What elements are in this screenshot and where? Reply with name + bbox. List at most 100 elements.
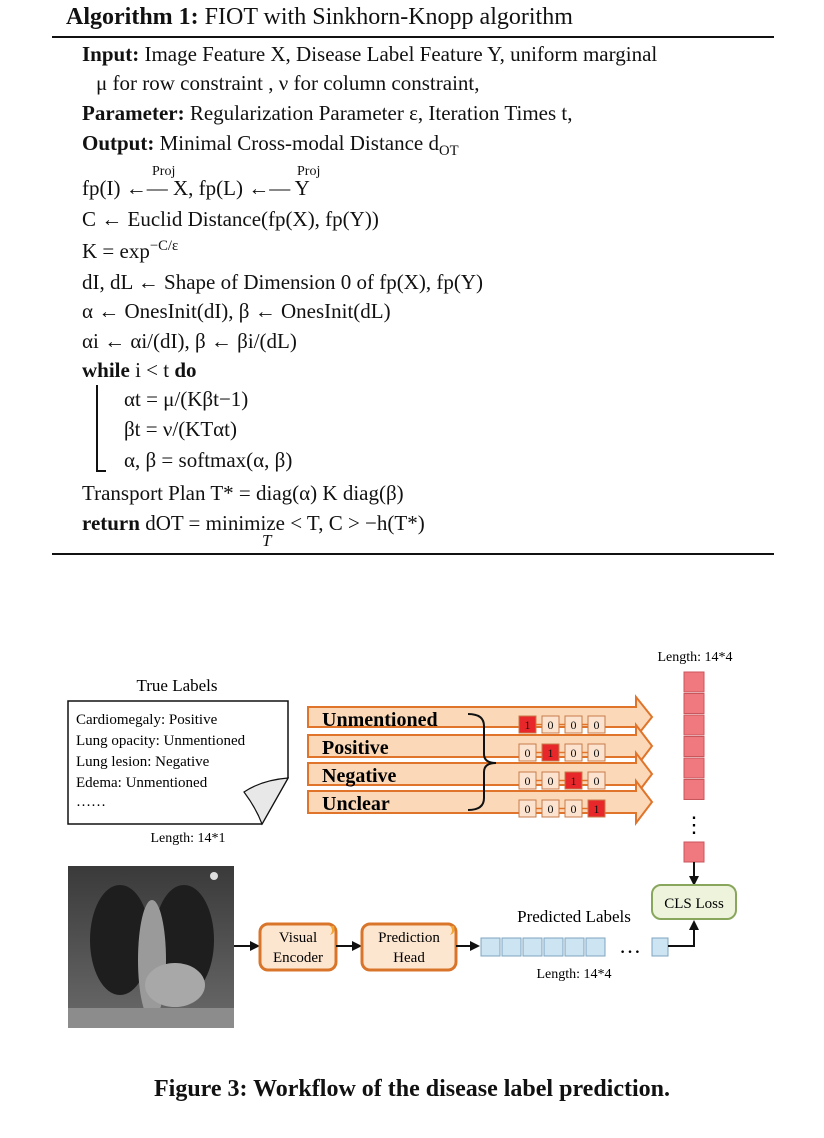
onehot-value: 0 (525, 774, 531, 788)
predicted-cell (501, 937, 522, 957)
algorithm-while: while i < t do (82, 358, 197, 382)
proj-label-1: Proj (152, 164, 176, 179)
onehot-value: 0 (548, 802, 554, 816)
loop-bar (96, 385, 98, 471)
output-sub: OT (439, 143, 459, 160)
cls-loss-label: CLS Loss (664, 896, 724, 912)
length-cell (683, 779, 705, 800)
page-curl (243, 777, 290, 826)
algorithm-title: Algorithm 1: FIOT with Sinkhorn-Knopp al… (66, 4, 573, 31)
predicted-cell (564, 937, 585, 957)
proj-label-2: Proj (297, 164, 321, 179)
predicted-cell (585, 937, 606, 957)
xray-image (68, 866, 234, 1028)
visual-encoder-label: Visual (279, 930, 317, 946)
cls-loss-box (651, 884, 737, 920)
predicted-labels-title: Predicted Labels (517, 907, 631, 926)
category-label: Unmentioned (322, 709, 438, 731)
while-condition: i < t (129, 358, 175, 382)
flame-icon (330, 926, 335, 935)
true-label-line: Cardiomegaly: Positive (76, 712, 218, 728)
algorithm-bottom-rule (52, 553, 774, 555)
length-cell (683, 671, 705, 693)
onehot-value: 0 (594, 746, 600, 760)
projection-text: fp(I) ←— X, fp(L) ←— Y (82, 176, 310, 200)
onehot-value: 0 (594, 718, 600, 732)
algorithm-transport-plan: Transport Plan T* = diag(α) K diag(β) (82, 481, 404, 505)
onehot-value: 0 (571, 746, 577, 760)
prediction-head-label: Head (393, 950, 425, 966)
algorithm-loop-beta: βt = ν/(KTαt) (124, 417, 238, 441)
onehot-value: 1 (525, 718, 531, 732)
onehot-value: 0 (571, 802, 577, 816)
length-pred-label: Length: 14*4 (536, 967, 611, 982)
algorithm-line-kernel: K = exp−C/ε (82, 239, 178, 263)
algorithm-line-cost: C ← Euclid Distance(fp(X), fp(Y)) (82, 207, 379, 231)
onehot-value: 1 (548, 746, 554, 760)
true-label-line: …… (76, 794, 106, 810)
onehot-value: 0 (548, 774, 554, 788)
length-cell (683, 693, 705, 714)
output-label: Output: (82, 131, 155, 155)
algorithm-loop-softmax: α, β = softmax(α, β) (124, 448, 293, 472)
true-label-line: Edema: Unmentioned (76, 775, 208, 791)
return-keyword: return (82, 511, 140, 535)
true-label-line: Lung opacity: Unmentioned (76, 733, 246, 749)
predicted-label-row (480, 937, 606, 957)
algorithm-top-rule (52, 36, 774, 38)
algorithm-line-init: α ← OnesInit(dI), β ← OnesInit(dL) (82, 299, 391, 323)
length-cell-last (683, 841, 705, 863)
algorithm-line-projection: Proj Proj fp(I) ←— X, fp(L) ←— Y (82, 164, 320, 200)
category-label: Unclear (322, 793, 390, 815)
predicted-cell (543, 937, 564, 957)
algorithm-line-norm: αi ← αi/(dI), β ← βi/(dL) (82, 329, 297, 353)
parameter-label: Parameter: (82, 101, 185, 125)
onehot-cell (587, 715, 606, 734)
algorithm-input: Input: Image Feature X, Disease Label Fe… (82, 42, 657, 66)
predicted-cell (522, 937, 543, 957)
predicted-cell (480, 937, 501, 957)
length-top-label: Length: 14*4 (657, 650, 732, 665)
true-label-line: Lung lesion: Negative (76, 754, 210, 770)
length-column (683, 671, 705, 800)
horizontal-ellipsis: … (619, 933, 641, 958)
onehot-cell (587, 771, 606, 790)
algorithm-line-dims: dI, dL ← Shape of Dimension 0 of fp(X), … (82, 270, 484, 294)
onehot-value: 0 (594, 774, 600, 788)
algorithm-title-name: FIOT with Sinkhorn-Knopp algorithm (198, 4, 573, 30)
onehot-value: 1 (571, 774, 577, 788)
vertical-dots: ⋮ (683, 812, 705, 837)
input-text: Image Feature X, Disease Label Feature Y… (139, 42, 658, 66)
onehot-value: 1 (594, 802, 600, 816)
return-text: dOT = minimize < T, C > −h(T*) (139, 511, 425, 535)
loop-foot (96, 470, 106, 472)
onehot-value: 0 (525, 746, 531, 760)
output-text: Minimal Cross-modal Distance d (154, 131, 439, 155)
figure-caption: Figure 3: Workflow of the disease label … (154, 1076, 670, 1102)
onehot-cell (587, 743, 606, 762)
true-labels-title: True Labels (136, 676, 217, 695)
algorithm-title-number: Algorithm 1: (66, 4, 199, 30)
parameter-text: Regularization Parameter ε, Iteration Ti… (184, 101, 573, 125)
kernel-sup: −C/ε (149, 238, 179, 254)
do-keyword: do (174, 358, 197, 382)
algorithm-parameter: Parameter: Regularization Parameter ε, I… (82, 101, 573, 125)
prediction-head-label: Prediction (378, 930, 440, 946)
kernel-text: K = exp (82, 239, 150, 263)
flame-icon (450, 926, 455, 935)
algorithm-input-cont: μ for row constraint , ν for column cons… (96, 71, 480, 95)
onehot-cell (587, 799, 606, 818)
workflow-figure: Length: 14*4 True Labels Cardiomegaly: P… (67, 650, 737, 1028)
onehot-value: 0 (571, 718, 577, 732)
while-keyword: while (82, 358, 130, 382)
algorithm-output: Output: Minimal Cross-modal Distance dOT (82, 131, 459, 159)
predicted-cell-last (651, 937, 669, 957)
length-true-label: Length: 14*1 (150, 831, 225, 846)
algorithm-return: return dOT = minimize < T, C > −h(T*) T (82, 511, 425, 550)
input-label: Input: (82, 42, 140, 66)
return-under: T (262, 531, 272, 550)
length-cell (683, 714, 705, 736)
arrow-pred-to-cls (668, 920, 699, 947)
category-label: Positive (322, 737, 389, 759)
